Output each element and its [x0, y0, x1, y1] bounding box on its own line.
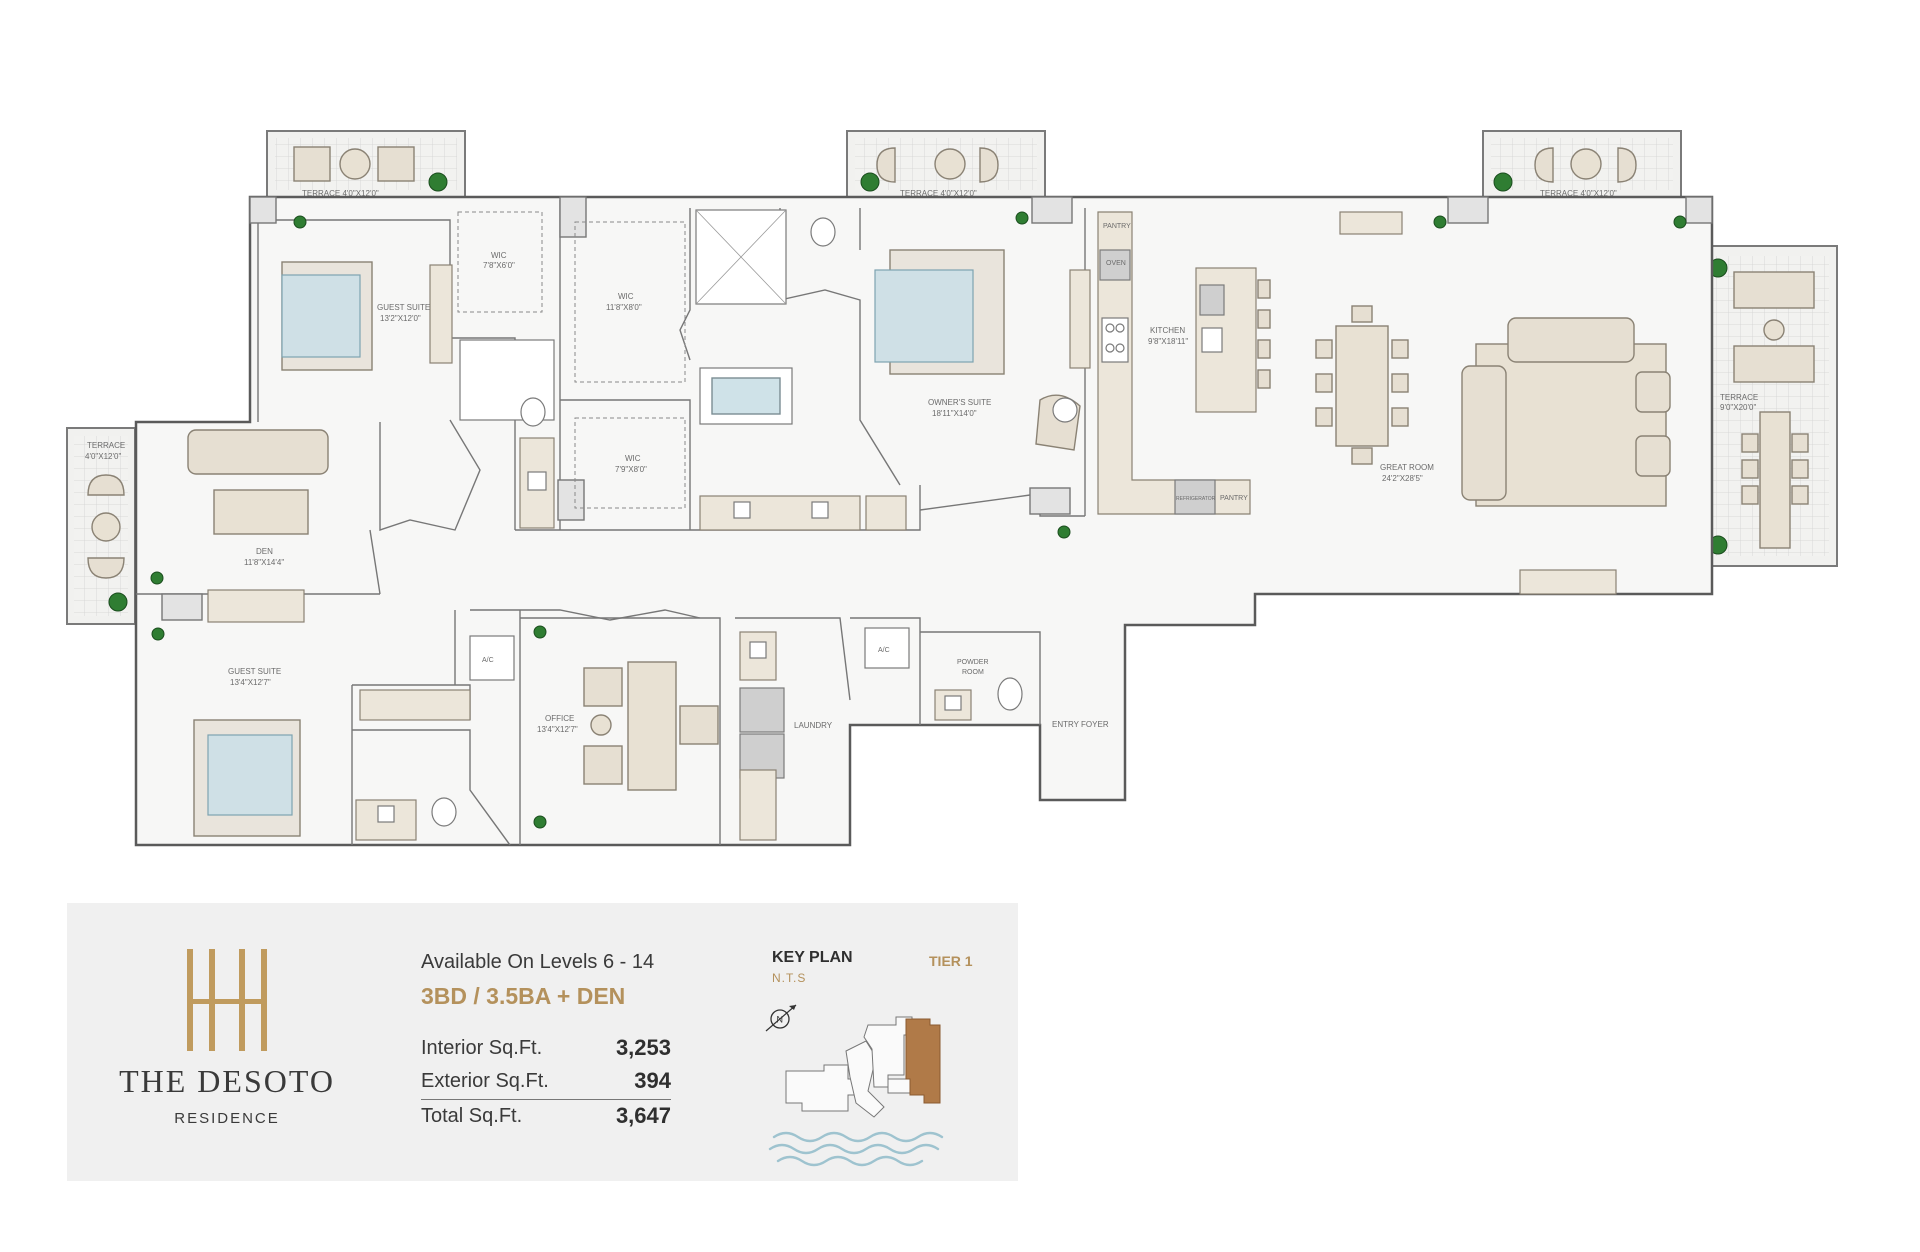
wic-2-name: WIC — [618, 292, 634, 301]
highlighted-unit — [905, 1018, 941, 1104]
ac-unit-1 — [469, 635, 515, 681]
terrace-north-1: TERRACE 4'0"X12'0" — [266, 130, 466, 198]
sqft-divider — [421, 1099, 671, 1100]
floor-plan: TERRACE 4'0"X12'0" TERRACE 4'0"X12'0" TE… — [66, 130, 1838, 847]
terrace-east-name: TERRACE — [1720, 393, 1758, 402]
office-furniture — [533, 625, 719, 829]
exterior-sqft-value: 394 — [634, 1068, 671, 1093]
terrace-east-dims: 9'0"X20'0" — [1720, 403, 1756, 412]
powder-room-name-1: POWDER — [957, 659, 989, 666]
guest-suite-2-furniture — [151, 627, 471, 841]
interior-sqft-label: Interior Sq.Ft. — [421, 1037, 543, 1059]
tier-label: TIER 1 — [929, 953, 973, 969]
great-room-furniture — [1461, 215, 1687, 595]
wic-1-name: WIC — [491, 251, 507, 260]
structural-columns — [161, 196, 1713, 621]
total-sqft-label: Total Sq.Ft. — [421, 1105, 523, 1127]
kitchen-name: KITCHEN — [1150, 326, 1185, 335]
owner-bath-fixtures — [695, 209, 907, 531]
laundry-fixtures — [739, 631, 785, 841]
guest-suite-2-name: GUEST SUITE — [228, 667, 281, 676]
terrace-east: TERRACE 9'0"X20'0" — [1702, 245, 1838, 567]
owners-suite-furniture — [874, 211, 1091, 539]
oven-label: OVEN — [1106, 260, 1126, 267]
pantry-bottom-label: PANTRY — [1220, 495, 1248, 502]
powder-room-name-2: ROOM — [962, 669, 984, 676]
unit-info-panel: THE DESOTO RESIDENCE Available On Levels… — [67, 903, 1018, 1181]
interior-sqft-row: Interior Sq.Ft. 3,253 — [421, 1035, 671, 1065]
brand-name: THE DESOTO — [119, 1063, 335, 1099]
wic-3-dims: 7'9"X8'0" — [615, 465, 647, 474]
terrace-north-3-label: TERRACE 4'0"X12'0" — [1540, 189, 1617, 198]
terrace-north-1-label: TERRACE 4'0"X12'0" — [302, 189, 379, 198]
laundry-name: LAUNDRY — [794, 721, 833, 730]
wic-1-outline — [457, 211, 543, 313]
owners-suite-name: OWNER'S SUITE — [928, 398, 991, 407]
exterior-sqft-label: Exterior Sq.Ft. — [421, 1070, 549, 1092]
terrace-west: TERRACE 4'0"X12'0" — [66, 427, 136, 625]
availability-text: Available On Levels 6 - 14 — [421, 951, 655, 973]
entry-foyer-name: ENTRY FOYER — [1052, 720, 1109, 729]
terrace-west-dims: 4'0"X12'0" — [85, 452, 121, 461]
great-room-dims: 24'2"X28'5" — [1382, 474, 1423, 483]
water-waves — [768, 1131, 944, 1167]
den-dims: 11'8"X14'4" — [244, 558, 284, 567]
great-room-name: GREAT ROOM — [1380, 463, 1434, 472]
office-dims: 13'4"X12'7" — [537, 725, 578, 734]
kitchen-counters — [1097, 211, 1271, 515]
key-plan-scale-note: N.T.S — [772, 971, 807, 985]
den-name: DEN — [256, 547, 273, 556]
ac-2-label: A/C — [878, 647, 890, 654]
den-furniture — [150, 429, 329, 623]
guest-suite-1-dims: 13'2"X12'0" — [380, 314, 421, 323]
powder-room-fixtures — [934, 677, 1023, 721]
terrace-north-2-label: TERRACE 4'0"X12'0" — [900, 189, 977, 198]
pantry-top-label: PANTRY — [1103, 223, 1131, 230]
terrace-west-name: TERRACE — [87, 441, 125, 450]
wic-2-dims: 11'8"X8'0" — [606, 303, 642, 312]
interior-sqft-value: 3,253 — [615, 1035, 671, 1060]
compass-icon: N — [765, 1004, 797, 1032]
unit-configuration: 3BD / 3.5BA + DEN — [421, 983, 626, 1009]
refrigerator-label: REFRIGERATOR — [1176, 496, 1216, 502]
wic-1-dims: 7'8"X6'0" — [483, 261, 515, 270]
brand-subtitle: RESIDENCE — [174, 1110, 280, 1127]
terrace-north-2: TERRACE 4'0"X12'0" — [846, 130, 1046, 198]
key-plan-diagram: N — [765, 1004, 944, 1167]
guest-suite-2-dims: 13'4"X12'7" — [230, 678, 271, 687]
terrace-north-3: TERRACE 4'0"X12'0" — [1482, 130, 1682, 198]
wic-2-outline — [574, 221, 686, 383]
ac-unit-2 — [864, 627, 910, 669]
total-sqft-value: 3,647 — [615, 1103, 671, 1128]
ac-1-label: A/C — [482, 657, 494, 664]
wic-3-name: WIC — [625, 454, 641, 463]
desoto-logo-mark — [187, 949, 267, 1051]
guest-bath-fixtures — [459, 339, 555, 529]
guest-suite-1-furniture — [281, 215, 453, 371]
kitchen-dims: 9'8"X18'11" — [1148, 337, 1188, 346]
office-name: OFFICE — [545, 714, 574, 723]
dining-set — [1315, 211, 1447, 465]
total-sqft-row: Total Sq.Ft. 3,647 — [421, 1103, 671, 1133]
exterior-sqft-row: Exterior Sq.Ft. 394 — [421, 1068, 671, 1098]
key-plan-title: KEY PLAN — [772, 949, 853, 966]
building-outline — [785, 1016, 913, 1118]
owners-suite-dims: 18'11"X14'0" — [932, 409, 977, 418]
wic-3-outline — [574, 417, 686, 509]
compass-letter: N — [777, 1015, 784, 1025]
guest-suite-1-name: GUEST SUITE — [377, 303, 430, 312]
